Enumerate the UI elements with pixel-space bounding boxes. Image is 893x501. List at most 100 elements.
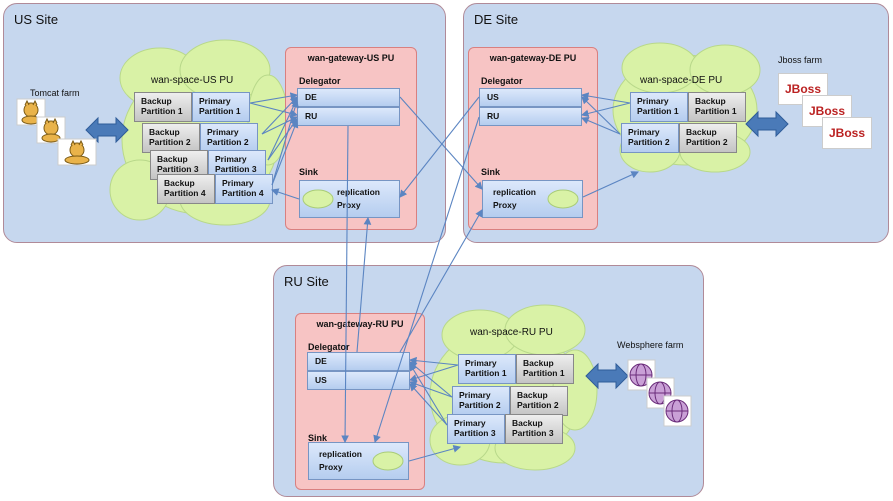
tomcat-double-arrow (85, 116, 129, 144)
de-sink-text-2: Proxy (493, 200, 517, 210)
de-sink-cloud-icon (547, 189, 579, 209)
partition-number: Partition 4 (222, 188, 264, 198)
ru-p2-to-delegator (409, 361, 453, 398)
us-sink-cloud-icon (302, 189, 334, 209)
partition-role: Primary (465, 358, 497, 368)
ru-de-to-de-sink (399, 209, 483, 353)
ru-p1-to-delegator-b (408, 364, 459, 382)
us-sink-to-space (270, 188, 300, 200)
partition-role: Backup (141, 96, 172, 106)
us-delegator-slot-ru: RU (297, 107, 400, 126)
partition-number: Partition 1 (637, 106, 679, 116)
partition-number: Partition 2 (517, 400, 559, 410)
ru-delegator-label: Delegator (308, 342, 350, 352)
partition-number: Partition 4 (164, 188, 206, 198)
us-gateway-title: wan-gateway-US PU (307, 53, 395, 63)
us-sink-text-1: replication (337, 187, 380, 197)
de-space-label: wan-space-DE PU (640, 75, 723, 86)
partition-role: Primary (222, 178, 254, 188)
partition-number: Partition 3 (454, 428, 496, 438)
us-p3-to-delegator (267, 98, 298, 161)
jboss-logo-3: JBoss (822, 117, 872, 149)
us-p1-to-delegator-b (249, 102, 299, 118)
ru-sink-label: Sink (308, 433, 328, 443)
us-site-title: US Site (14, 12, 59, 27)
partition-role: Backup (695, 96, 726, 106)
us-p3-to-delegator-b (267, 118, 298, 161)
ru-us-to-us-sink (356, 216, 372, 353)
partition-role: Backup (517, 390, 548, 400)
us-delegator-label: Delegator (299, 76, 341, 86)
ru-sink-text-1: replication (319, 449, 362, 459)
partition-number: Partition 3 (215, 164, 257, 174)
ru-p2-to-delegator-b (408, 380, 453, 398)
partition-number: Partition 2 (628, 137, 670, 147)
us-sink-label: Sink (299, 167, 319, 177)
us-p4-to-delegator (271, 99, 299, 186)
partition-number: Partition 2 (207, 137, 249, 147)
de-p2-to-delegator-b (580, 117, 621, 135)
de-delegator-label: Delegator (481, 76, 523, 86)
partition-role: Backup (157, 154, 188, 164)
de-site-title: DE Site (474, 12, 519, 27)
ru-sink-to-space (408, 445, 462, 462)
ru-site-title: RU Site (284, 274, 329, 289)
ru-gateway-title: wan-gateway-RU PU (316, 319, 404, 329)
de-sink-label: Sink (481, 167, 501, 177)
partition-role: Primary (459, 390, 491, 400)
partition-role: Primary (199, 96, 231, 106)
websphere-icons (627, 359, 692, 427)
partition-number: Partition 3 (157, 164, 199, 174)
partition-number: Partition 1 (141, 106, 183, 116)
partition-role: Backup (149, 127, 180, 137)
partition-number: Partition 1 (465, 368, 507, 378)
ru-p3-to-delegator-b (409, 383, 448, 426)
tomcat-icon-3 (57, 138, 97, 166)
jboss-logo-text-1: JBoss (785, 82, 822, 96)
partition-number: Partition 1 (695, 106, 737, 116)
us-de-to-de-sink (399, 96, 483, 190)
de-us-to-us-sink (399, 96, 480, 198)
partition-role: Primary (628, 127, 660, 137)
tomcat-icons (16, 98, 97, 166)
jboss-farm-label: Jboss farm (778, 55, 823, 65)
partition-number: Partition 3 (512, 428, 554, 438)
ru-sink-text-2: Proxy (319, 462, 343, 472)
websphere-icon-3 (663, 395, 692, 427)
tomcat-farm-label: Tomcat farm (30, 88, 80, 98)
us-ru-to-ru-sink (341, 125, 349, 444)
de-p1-to-delegator (580, 92, 631, 104)
partition-role: Primary (215, 154, 247, 164)
jboss-logo-text-3: JBoss (829, 126, 866, 140)
partition-role: Backup (523, 358, 554, 368)
partition-role: Backup (512, 418, 543, 428)
ru-p3-to-delegator (409, 363, 448, 426)
ru-space-label: wan-space-RU PU (470, 327, 553, 338)
websphere-double-arrow (585, 362, 629, 390)
jboss-logo-text-2: JBoss (809, 104, 846, 118)
us-sink-text-2: Proxy (337, 200, 361, 210)
ru-delegator-slot-de: DE (307, 352, 410, 371)
de-sink-text-1: replication (493, 187, 536, 197)
websphere-farm-label: Websphere farm (617, 340, 684, 350)
partition-role: Primary (454, 418, 486, 428)
partition-number: Partition 2 (149, 137, 191, 147)
jboss-double-arrow (745, 110, 789, 138)
partition-number: Partition 1 (199, 106, 241, 116)
partition-number: Partition 1 (523, 368, 565, 378)
de-p1-to-delegator-b (580, 102, 631, 118)
partition-number: Partition 2 (459, 400, 501, 410)
